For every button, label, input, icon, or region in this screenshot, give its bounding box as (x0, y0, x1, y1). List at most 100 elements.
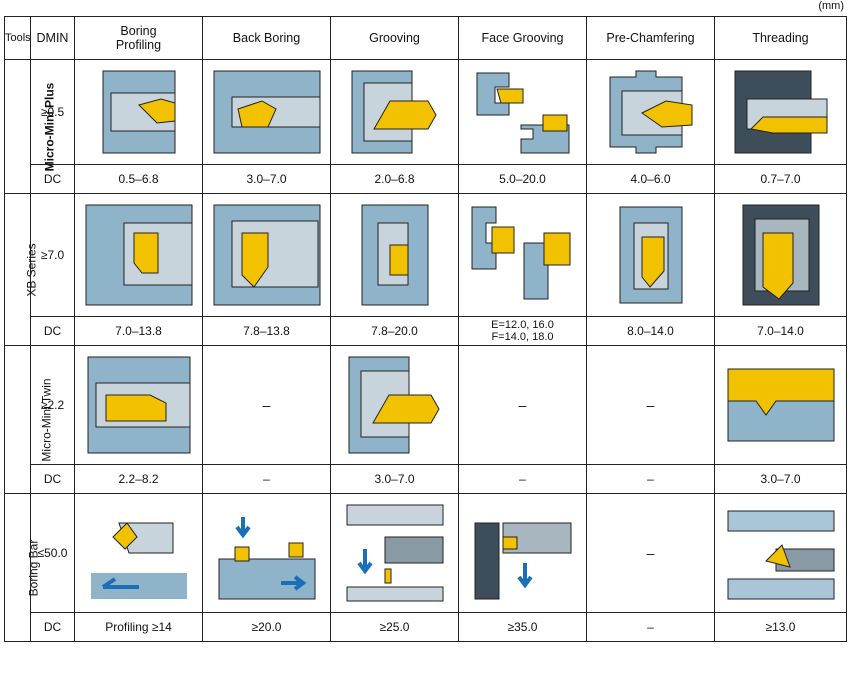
tool-image (586, 59, 715, 165)
tool-image (714, 59, 847, 165)
dc-label: DC (30, 612, 75, 642)
series-cell: Micro-Mini Twin (4, 345, 54, 494)
face-grooving-illustration (471, 206, 570, 300)
grooving-illustration (348, 356, 440, 454)
tool-image (458, 493, 587, 613)
face-grooving-illustration (474, 522, 571, 600)
dc-value: 7.0–13.8 (74, 316, 203, 346)
boring-profiling-illustration (85, 204, 192, 306)
header-grooving: Grooving (330, 16, 459, 60)
header-back-boring: Back Boring (202, 16, 331, 60)
series-label: Micro-Mini Plus (42, 82, 57, 171)
series-cell: Micro-Mini Plus (4, 59, 56, 194)
header-tools: Tools (4, 16, 31, 60)
tool-image (74, 493, 203, 613)
dash-placeholder: – (202, 345, 331, 465)
header-threading: Threading (714, 16, 847, 60)
header-row: Tools DMIN Boring Profiling Back Boring … (4, 16, 847, 60)
dc-value: 3.0–7.0 (202, 164, 331, 194)
table-row: Micro-Mini Plus ≥0.5 (4, 59, 847, 194)
tool-image (330, 193, 459, 317)
pre-chamfering-illustration (609, 70, 692, 154)
series-label: XB Series (24, 242, 39, 297)
table-row: Micro-Mini Twin ≥2.2 – – – (4, 345, 847, 494)
dc-value: – (458, 464, 587, 494)
dash-placeholder: – (586, 493, 715, 613)
back-boring-illustration (213, 70, 320, 154)
face-grooving-illustration (476, 72, 569, 154)
series-cell: Boring Bar (4, 493, 40, 642)
dc-value: ≥13.0 (714, 612, 847, 642)
back-boring-illustration (213, 204, 320, 306)
tool-image (330, 345, 459, 465)
grooving-illustration (361, 204, 428, 306)
tool-image (458, 193, 587, 317)
tool-image (330, 493, 459, 613)
pre-chamfering-illustration (619, 206, 682, 304)
dc-value: 8.0–14.0 (586, 316, 715, 346)
grooving-illustration (351, 70, 437, 154)
tool-image (74, 193, 203, 317)
dc-value: E=12.0, 16.0 F=14.0, 18.0 (458, 316, 587, 346)
dc-value: 3.0–7.0 (714, 464, 847, 494)
dash-placeholder: – (458, 345, 587, 465)
tool-image (714, 345, 847, 465)
table-row: XB Series ≥7.0 (4, 193, 847, 346)
dash-placeholder: – (586, 345, 715, 465)
dc-row: DC 2.2–8.2 – 3.0–7.0 – – 3.0–7.0 (5, 464, 847, 494)
dc-value: 2.2–8.2 (74, 464, 203, 494)
dc-value: – (586, 464, 715, 494)
dc-value: Profiling ≥14 (74, 612, 203, 642)
dc-value: – (202, 464, 331, 494)
tool-image (202, 59, 331, 165)
threading-illustration (734, 70, 827, 154)
series-label: Micro-Mini Twin (39, 377, 54, 462)
dc-value: 7.8–20.0 (330, 316, 459, 346)
boring-profiling-illustration (90, 522, 187, 599)
dc-label: DC (30, 464, 75, 494)
dc-value: 5.0–20.0 (458, 164, 587, 194)
dc-row: DC 7.0–13.8 7.8–13.8 7.8–20.0 E=12.0, 16… (5, 316, 847, 346)
tool-image (586, 193, 715, 317)
tool-image (714, 193, 847, 317)
dc-value: 7.8–13.8 (202, 316, 331, 346)
dc-row: DC Profiling ≥14 ≥20.0 ≥25.0 ≥35.0 – ≥13… (5, 612, 847, 642)
dc-value: ≥20.0 (202, 612, 331, 642)
dc-value: 0.7–7.0 (714, 164, 847, 194)
tool-image (74, 345, 203, 465)
dc-label: DC (30, 316, 75, 346)
dmin-cell: ≤50.0 (30, 493, 75, 613)
dc-value: – (586, 612, 715, 642)
unit-label: (mm) (818, 0, 844, 12)
dc-value: ≥35.0 (458, 612, 587, 642)
header-dmin: DMIN (30, 16, 75, 60)
dc-value: 3.0–7.0 (330, 464, 459, 494)
threading-illustration (742, 204, 819, 306)
dmin-cell: ≥0.5 (30, 59, 75, 165)
tool-image (714, 493, 847, 613)
series-label: Boring Bar (26, 539, 41, 596)
series-cell: XB Series (4, 193, 39, 346)
dmin-cell: ≥7.0 (30, 193, 75, 317)
tool-image (330, 59, 459, 165)
tool-image (458, 59, 587, 165)
boring-profiling-illustration (102, 70, 175, 154)
dc-value: 7.0–14.0 (714, 316, 847, 346)
header-boring-profiling-label: Boring Profiling (115, 24, 162, 52)
grooving-illustration (346, 504, 443, 602)
tool-image (202, 193, 331, 317)
back-boring-illustration (218, 517, 315, 600)
tool-image (74, 59, 203, 165)
dc-value: 4.0–6.0 (586, 164, 715, 194)
dc-value: 0.5–6.8 (74, 164, 203, 194)
dc-value: ≥25.0 (330, 612, 459, 642)
threading-illustration (727, 510, 834, 600)
boring-profiling-illustration (87, 356, 190, 454)
header-face-grooving: Face Grooving (458, 16, 587, 60)
threading-illustration (727, 368, 834, 442)
dc-value: 2.0–6.8 (330, 164, 459, 194)
tool-image (202, 493, 331, 613)
dmin-cell: ≥2.2 (30, 345, 75, 465)
tool-comparison-table: Tools DMIN Boring Profiling Back Boring … (4, 16, 847, 642)
header-pre-chamfering: Pre-Chamfering (586, 16, 715, 60)
